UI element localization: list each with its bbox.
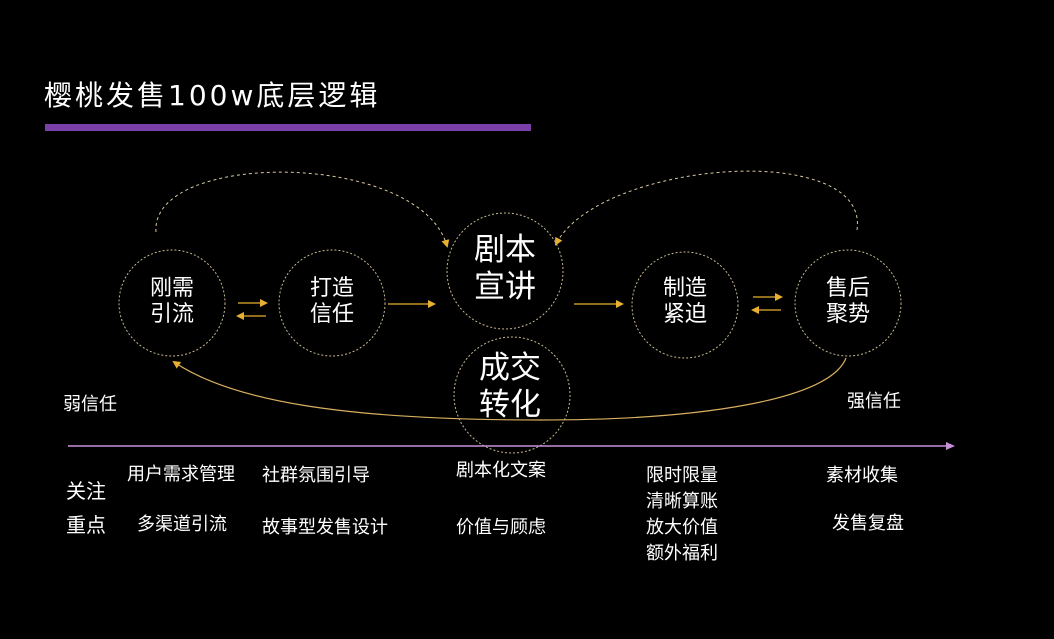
node-text: 引流 — [149, 302, 194, 328]
node-circle — [453, 336, 571, 454]
dashed-loop-arrow — [555, 170, 858, 246]
weak-trust-label: 弱信任 — [63, 394, 117, 415]
timeline-arrowhead — [946, 442, 955, 450]
node-text: 聚势 — [825, 302, 870, 328]
focus-item: 价值与顾虑 — [456, 517, 546, 538]
focus-item: 故事型发售设计 — [262, 517, 388, 538]
return-curve-arrow — [172, 357, 847, 421]
focus-item: 剧本化文案 — [456, 460, 546, 481]
dashed-loop-arrow — [155, 171, 450, 248]
focus-item-list: 限时限量 清晰算账 放大价值 额外福利 — [646, 463, 718, 567]
focus-item: 社群氛围引导 — [262, 465, 370, 486]
focus-label-line: 重点 — [66, 513, 106, 537]
node-circle — [794, 249, 902, 357]
title-underline-bar — [45, 124, 531, 131]
node-text: 制造 — [662, 276, 707, 301]
node-text: 转化 — [479, 387, 541, 424]
focus-item: 用户需求管理 — [127, 464, 235, 485]
node-text: 紧迫 — [662, 302, 707, 328]
node-text: 宣讲 — [474, 269, 536, 306]
focus-item: 多渠道引流 — [137, 514, 227, 535]
node-urgency: 制造紧迫 — [635, 276, 735, 329]
node-text: 售后 — [825, 276, 870, 301]
focus-item: 额外福利 — [646, 543, 718, 564]
node-circle — [278, 249, 386, 357]
strong-trust-label: 强信任 — [847, 391, 901, 412]
focus-item: 清晰算账 — [646, 491, 718, 512]
node-text: 刚需 — [149, 276, 194, 301]
focus-item: 素材收集 — [826, 465, 898, 486]
focus-item: 发售复盘 — [832, 513, 904, 534]
node-build-trust: 打造信任 — [282, 276, 382, 329]
page-title: 樱桃发售100w底层逻辑 — [44, 79, 381, 112]
node-text: 成交 — [479, 350, 541, 386]
node-text: 打造 — [309, 276, 354, 301]
node-circle — [118, 249, 226, 357]
node-circle — [631, 251, 739, 359]
node-after-sales: 售后聚势 — [798, 276, 898, 329]
focus-label: 关注重点 — [66, 474, 106, 542]
focus-label-line: 关注 — [66, 479, 106, 503]
node-rigid-demand: 刚需引流 — [122, 276, 222, 329]
node-circle — [446, 212, 564, 330]
node-conversion: 成交转化 — [460, 350, 560, 424]
node-script-pitch: 剧本宣讲 — [455, 232, 555, 306]
focus-item: 限时限量 — [646, 465, 718, 486]
node-text: 信任 — [309, 302, 354, 328]
focus-item: 放大价值 — [646, 517, 718, 538]
node-text: 剧本 — [474, 232, 536, 268]
